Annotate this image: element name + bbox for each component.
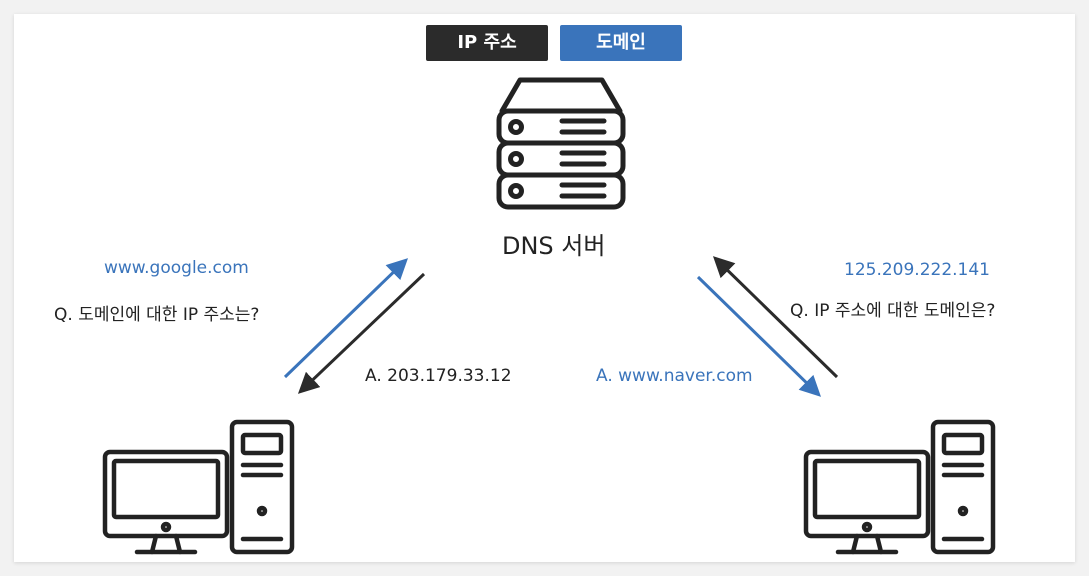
diagram-card: IP 주소 도메인 [14, 14, 1075, 562]
legend-domain: 도메인 [560, 25, 682, 61]
left-answer-arrow [297, 272, 426, 394]
left-query-arrow [283, 258, 409, 379]
right-query-value: 125.209.222.141 [844, 260, 991, 280]
right-question: Q. IP 주소에 대한 도메인은? [790, 301, 996, 321]
left-answer: A. 203.179.33.12 [365, 366, 512, 386]
legend-ip-address: IP 주소 [426, 25, 548, 61]
dns-server-label: DNS 서버 [502, 232, 606, 260]
right-answer: A. www.naver.com [596, 366, 753, 386]
right-answer-arrow [696, 275, 822, 397]
right-computer-icon [803, 419, 996, 555]
diagram-graphics [102, 77, 996, 555]
right-query-arrow [712, 256, 839, 379]
left-question: Q. 도메인에 대한 IP 주소는? [54, 305, 260, 325]
dns-server-icon [496, 77, 626, 210]
left-query-value: www.google.com [104, 258, 249, 278]
left-computer-icon [102, 419, 295, 555]
